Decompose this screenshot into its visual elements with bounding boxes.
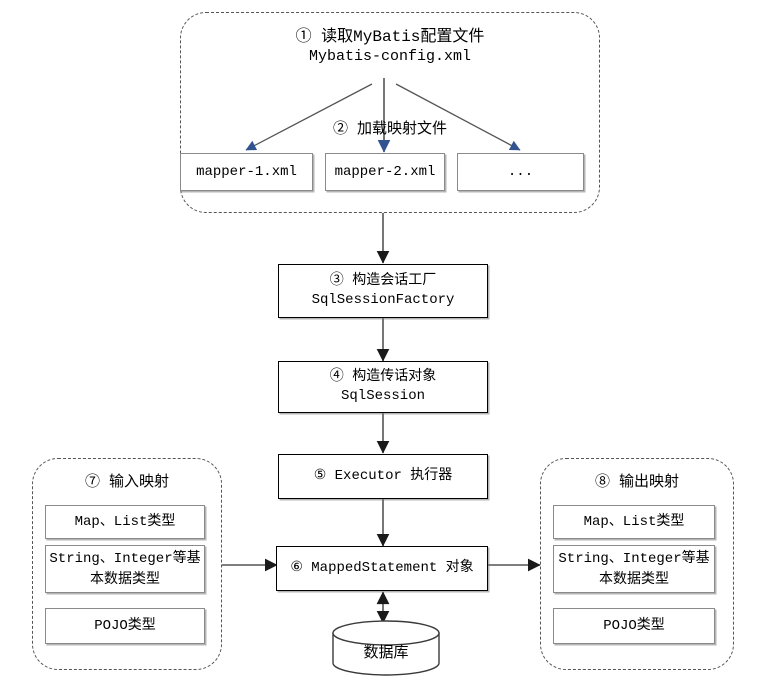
step-box-sqlsession-line2: SqlSession <box>340 388 425 404</box>
mapper-box-3[interactable]: ... <box>457 153 584 191</box>
output-mapping-item-1-label: Map、List类型 <box>583 513 685 530</box>
mapper-box-3-label: ... <box>507 163 534 180</box>
input-mapping-item-2[interactable]: String、Integer等基 本数据类型 <box>45 545 205 593</box>
step-box-sqlsession-line1: ④ 构造传话对象 <box>329 369 437 386</box>
step-box-executor[interactable]: ⑤ Executor 执行器 <box>278 454 488 499</box>
config-title-line1: ① 读取MyBatis配置文件 <box>295 28 485 46</box>
config-group-container <box>180 12 600 213</box>
output-mapping-item-2-label-line1: String、Integer等基 <box>558 551 710 568</box>
input-mapping-item-1[interactable]: Map、List类型 <box>45 505 205 539</box>
output-mapping-item-1[interactable]: Map、List类型 <box>553 505 715 539</box>
load-mappers-label: ② 加载映射文件 <box>332 121 447 138</box>
mapper-box-2-label: mapper-2.xml <box>334 163 436 180</box>
input-mapping-item-2-label-line1: String、Integer等基 <box>49 551 201 568</box>
input-mapping-panel-title: ⑦ 输入映射 <box>84 474 169 491</box>
step-box-sqlsessionfactory-line1: ③ 构造会话工厂 <box>329 273 437 290</box>
output-mapping-item-3-label: POJO类型 <box>603 617 665 634</box>
input-mapping-item-3[interactable]: POJO类型 <box>45 608 205 644</box>
mapper-box-2[interactable]: mapper-2.xml <box>325 153 445 191</box>
input-mapping-item-1-label: Map、List类型 <box>74 513 176 530</box>
database-label: 数据库 <box>363 644 409 661</box>
mapper-box-1[interactable]: mapper-1.xml <box>180 153 313 191</box>
step-box-sqlsession[interactable]: ④ 构造传话对象 SqlSession <box>278 361 488 413</box>
output-mapping-item-2-label-line2: 本数据类型 <box>599 570 669 586</box>
input-mapping-panel <box>32 458 222 670</box>
mapper-box-1-label: mapper-1.xml <box>196 163 297 180</box>
output-mapping-item-3[interactable]: POJO类型 <box>553 608 715 644</box>
step-box-sqlsessionfactory[interactable]: ③ 构造会话工厂 SqlSessionFactory <box>278 264 488 318</box>
config-title-line2: Mybatis-config.xml <box>308 48 472 65</box>
input-mapping-item-2-label-line2: 本数据类型 <box>90 570 160 586</box>
output-mapping-item-2[interactable]: String、Integer等基 本数据类型 <box>553 545 715 593</box>
step-box-mappedstatement[interactable]: ⑥ MappedStatement 对象 <box>276 546 488 591</box>
output-mapping-panel <box>540 458 734 670</box>
output-mapping-panel-title: ⑧ 输出映射 <box>594 474 679 491</box>
input-mapping-item-3-label: POJO类型 <box>94 617 156 634</box>
step-box-sqlsessionfactory-line2: SqlSessionFactory <box>311 292 455 308</box>
step-box-mappedstatement-line1: ⑥ MappedStatement 对象 <box>290 560 474 577</box>
step-box-executor-line1: ⑤ Executor 执行器 <box>313 468 453 485</box>
